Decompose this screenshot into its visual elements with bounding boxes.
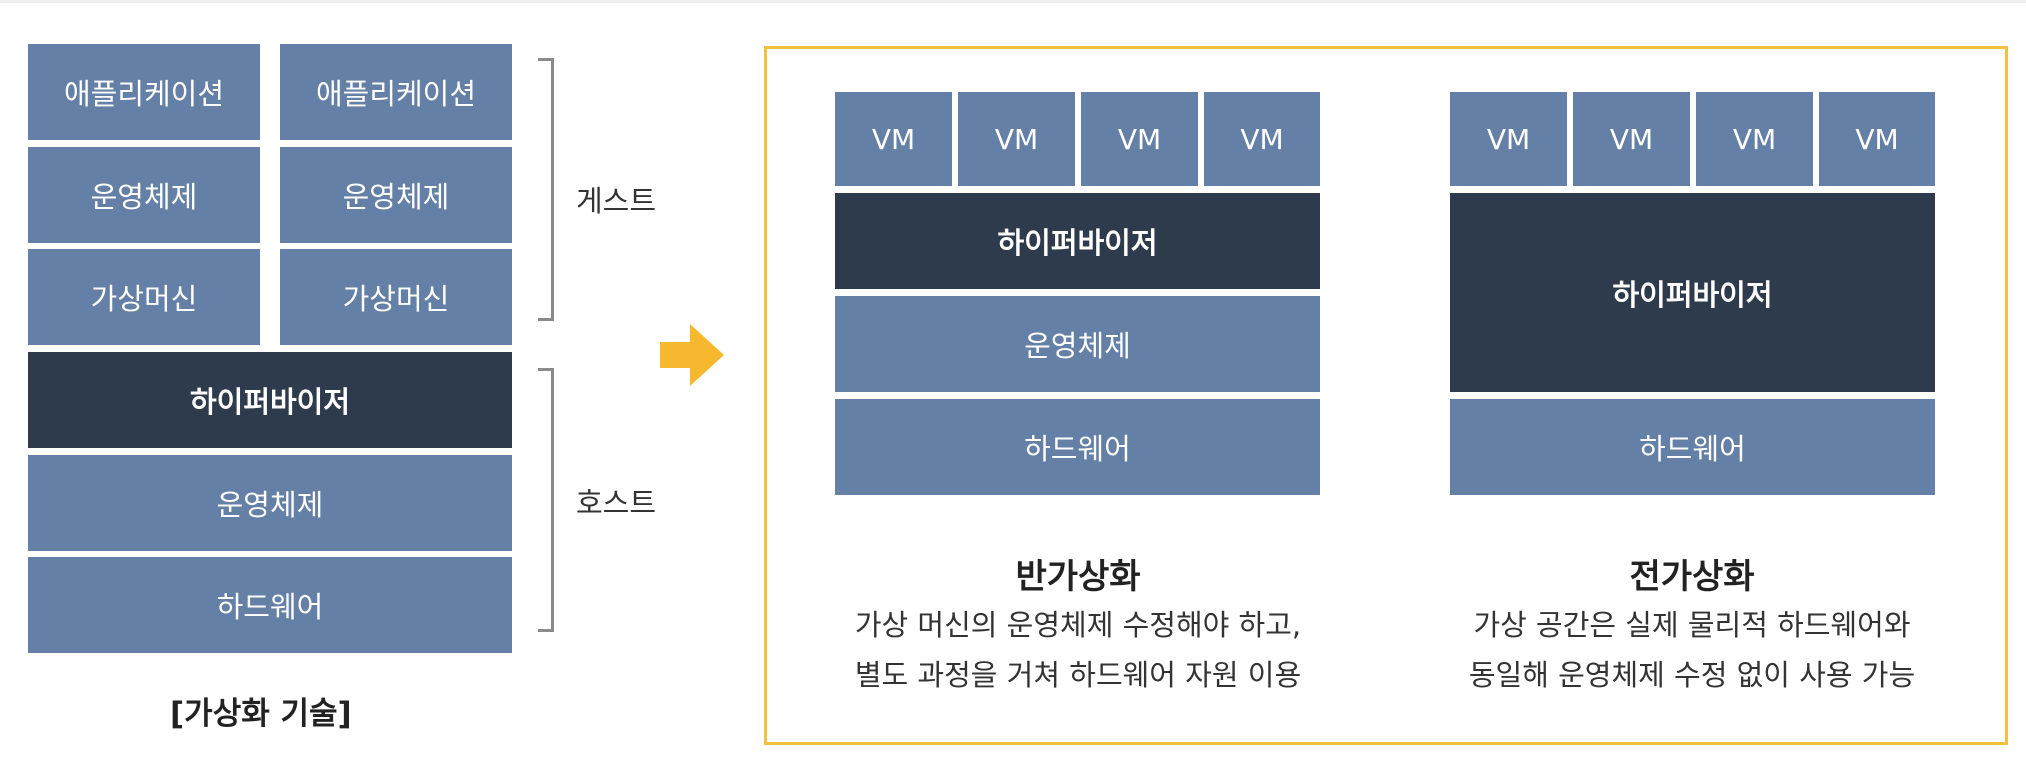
guest-label: 게스트 bbox=[576, 184, 657, 218]
virtualization-types-frame bbox=[764, 46, 2008, 745]
para-os: 운영체제 bbox=[835, 296, 1320, 392]
host-bracket bbox=[538, 368, 554, 632]
guest-os-right: 운영체제 bbox=[280, 147, 512, 243]
para-vm-3: VM bbox=[1081, 92, 1198, 186]
full-vm-3: VM bbox=[1696, 92, 1813, 186]
para-title: 반가상화 bbox=[1015, 557, 1141, 597]
full-title: 전가상화 bbox=[1629, 557, 1755, 597]
host-os: 운영체제 bbox=[28, 455, 512, 551]
host-hypervisor: 하이퍼바이저 bbox=[28, 352, 512, 448]
para-hardware: 하드웨어 bbox=[835, 399, 1320, 495]
para-vm-4: VM bbox=[1204, 92, 1320, 186]
full-vm-2: VM bbox=[1573, 92, 1690, 186]
host-label: 호스트 bbox=[576, 486, 657, 520]
guest-vm-left: 가상머신 bbox=[28, 249, 260, 345]
guest-os-left: 운영체제 bbox=[28, 147, 260, 243]
full-hardware: 하드웨어 bbox=[1450, 399, 1935, 495]
para-vm-2: VM bbox=[958, 92, 1075, 186]
full-vm-1: VM bbox=[1450, 92, 1567, 186]
full-desc-line-2: 동일해 운영체제 수정 없이 사용 가능 bbox=[1468, 658, 1916, 692]
para-hypervisor: 하이퍼바이저 bbox=[835, 193, 1320, 289]
host-hardware: 하드웨어 bbox=[28, 557, 512, 653]
guest-app-left: 애플리케이션 bbox=[28, 44, 260, 140]
para-vm-1: VM bbox=[835, 92, 952, 186]
guest-app-right: 애플리케이션 bbox=[280, 44, 512, 140]
full-description: 가상 공간은 실제 물리적 하드웨어와 동일해 운영체제 수정 없이 사용 가능 bbox=[1412, 600, 1972, 700]
stack-caption: [가상화 기술] bbox=[170, 696, 352, 732]
full-hypervisor: 하이퍼바이저 bbox=[1450, 193, 1935, 392]
para-desc-line-2: 별도 과정을 거쳐 하드웨어 자원 이용 bbox=[854, 658, 1302, 692]
para-desc-line-1: 가상 머신의 운영체제 수정해야 하고, bbox=[854, 608, 1302, 642]
guest-bracket bbox=[538, 58, 554, 321]
guest-vm-right: 가상머신 bbox=[280, 249, 512, 345]
full-vm-4: VM bbox=[1819, 92, 1935, 186]
top-divider bbox=[0, 0, 2026, 3]
para-description: 가상 머신의 운영체제 수정해야 하고, 별도 과정을 거쳐 하드웨어 자원 이… bbox=[798, 600, 1358, 700]
full-desc-line-1: 가상 공간은 실제 물리적 하드웨어와 bbox=[1473, 608, 1911, 642]
arrow-right-icon bbox=[660, 324, 724, 386]
